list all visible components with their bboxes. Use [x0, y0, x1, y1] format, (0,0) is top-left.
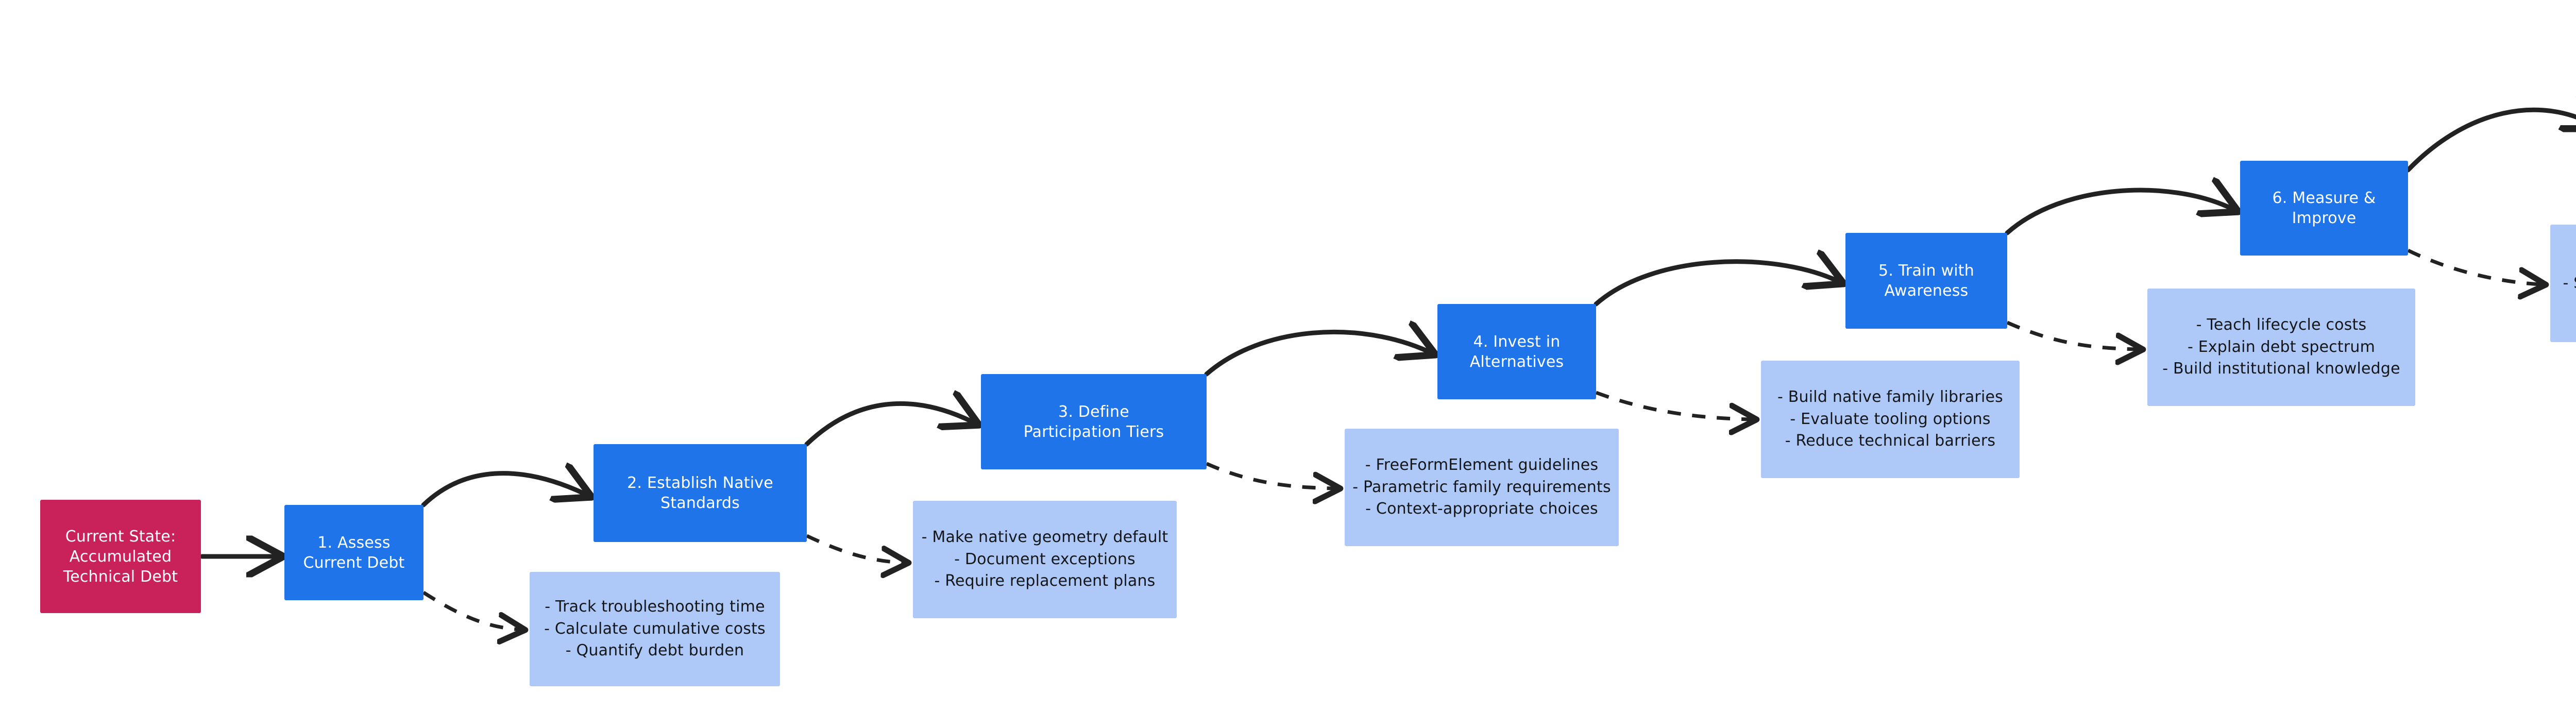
- node-current-state-label: Current State: Accumulated Technical Deb…: [63, 527, 178, 586]
- node-invest-in-alternatives-label: 4. Invest in Alternatives: [1469, 332, 1564, 371]
- note-note-standards[interactable]: - Make native geometry default - Documen…: [913, 501, 1177, 618]
- node-assess-current-debt[interactable]: 1. Assess Current Debt: [284, 505, 423, 600]
- note-note-alternatives[interactable]: - Build native family libraries - Evalua…: [1761, 361, 2020, 478]
- note-note-tiers-label: - FreeFormElement guidelines - Parametri…: [1352, 456, 1611, 518]
- edge-step5-note: [2006, 320, 2138, 349]
- edge-step6-note: [2407, 248, 2541, 284]
- node-establish-native-standards-label: 2. Establish Native Standards: [627, 474, 773, 512]
- node-current-state[interactable]: Current State: Accumulated Technical Deb…: [40, 500, 201, 613]
- edge-step4-note: [1595, 391, 1752, 419]
- node-invest-in-alternatives[interactable]: 4. Invest in Alternatives: [1437, 304, 1596, 399]
- node-assess-current-debt-label: 1. Assess Current Debt: [303, 533, 405, 572]
- node-train-with-awareness[interactable]: 5. Train with Awareness: [1845, 233, 2007, 329]
- node-define-participation-tiers-label: 3. Define Participation Tiers: [1023, 402, 1164, 441]
- note-note-assess-label: - Track troubleshooting time - Calculate…: [544, 598, 766, 660]
- note-note-standards-label: - Make native geometry default - Documen…: [921, 528, 1168, 590]
- edge-step2-note: [806, 534, 904, 563]
- edge-step1-step2: [421, 473, 584, 507]
- edge-step4-step5: [1594, 262, 1836, 307]
- node-measure-and-improve-label: 6. Measure & Improve: [2272, 189, 2376, 227]
- note-note-training-label: - Teach lifecycle costs - Explain debt s…: [2162, 316, 2400, 378]
- note-note-training[interactable]: - Teach lifecycle costs - Explain debt s…: [2147, 289, 2415, 406]
- node-define-participation-tiers[interactable]: 3. Define Participation Tiers: [981, 374, 1207, 469]
- edge-step1-note: [422, 591, 520, 630]
- node-establish-native-standards[interactable]: 2. Establish Native Standards: [594, 444, 807, 542]
- edge-step3-step4: [1204, 332, 1428, 377]
- node-train-with-awareness-label: 5. Train with Awareness: [1878, 262, 1974, 300]
- edge-step5-step6: [2005, 190, 2231, 235]
- node-measure-and-improve[interactable]: 6. Measure & Improve: [2240, 161, 2408, 256]
- note-note-tiers[interactable]: - FreeFormElement guidelines - Parametri…: [1345, 429, 1619, 546]
- edge-step2-step3: [804, 403, 972, 447]
- edge-step3-note: [1206, 462, 1335, 488]
- note-note-measure[interactable]: - Track time metrics - Share results wit…: [2550, 225, 2576, 342]
- note-note-assess[interactable]: - Track troubleshooting time - Calculate…: [530, 572, 780, 686]
- note-note-measure-label: - Track time metrics - Share results wit…: [2563, 274, 2576, 292]
- note-note-alternatives-label: - Build native family libraries - Evalua…: [1777, 388, 2003, 450]
- edge-step6-end: [2405, 110, 2576, 173]
